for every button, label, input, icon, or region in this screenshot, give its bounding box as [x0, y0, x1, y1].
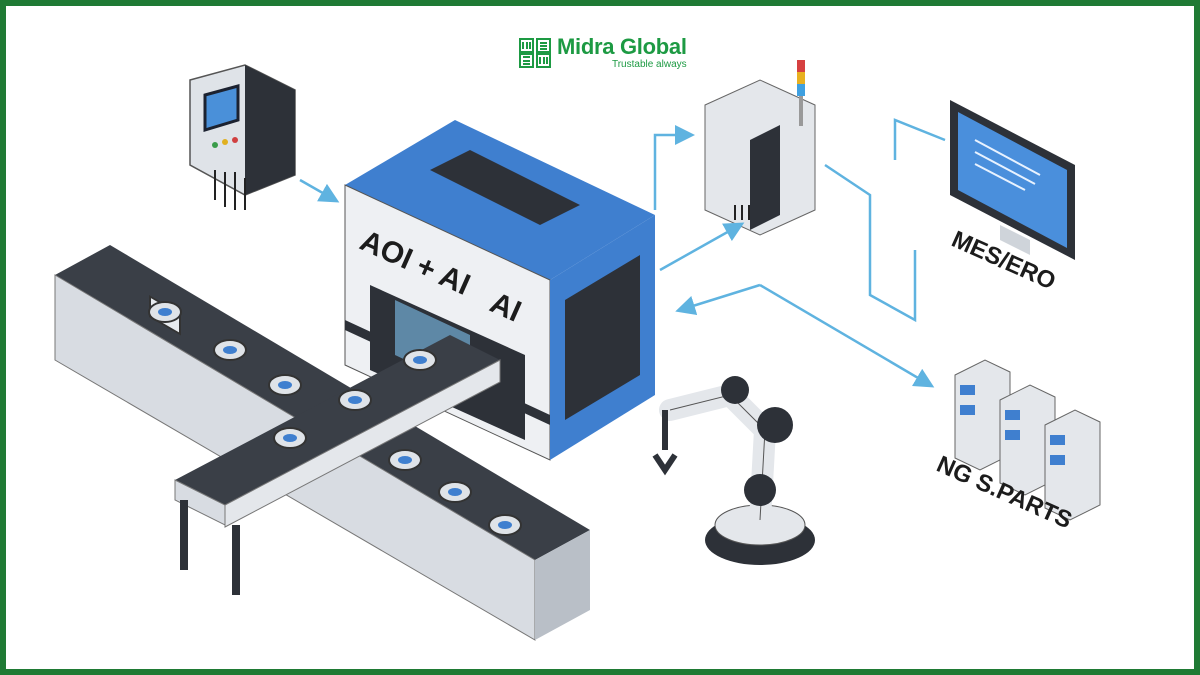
brand-tagline: Trustable always	[611, 59, 687, 70]
hmi-control-panel	[189, 64, 296, 210]
robot-arm	[652, 376, 815, 565]
server-racks	[954, 359, 1101, 521]
data-links	[653, 118, 946, 388]
conveyor-cross	[148, 301, 522, 595]
plc-controller	[704, 60, 816, 236]
arrow-hmi-to-aoi	[299, 178, 340, 203]
mes-monitor	[950, 100, 1075, 260]
brand-logo: Midra Global Trustable always	[519, 36, 687, 70]
brand-name: Midra Global	[557, 34, 687, 59]
logo-mark-icon	[519, 38, 551, 68]
aoi-ai-machine: AOI + AI AI	[344, 120, 655, 461]
